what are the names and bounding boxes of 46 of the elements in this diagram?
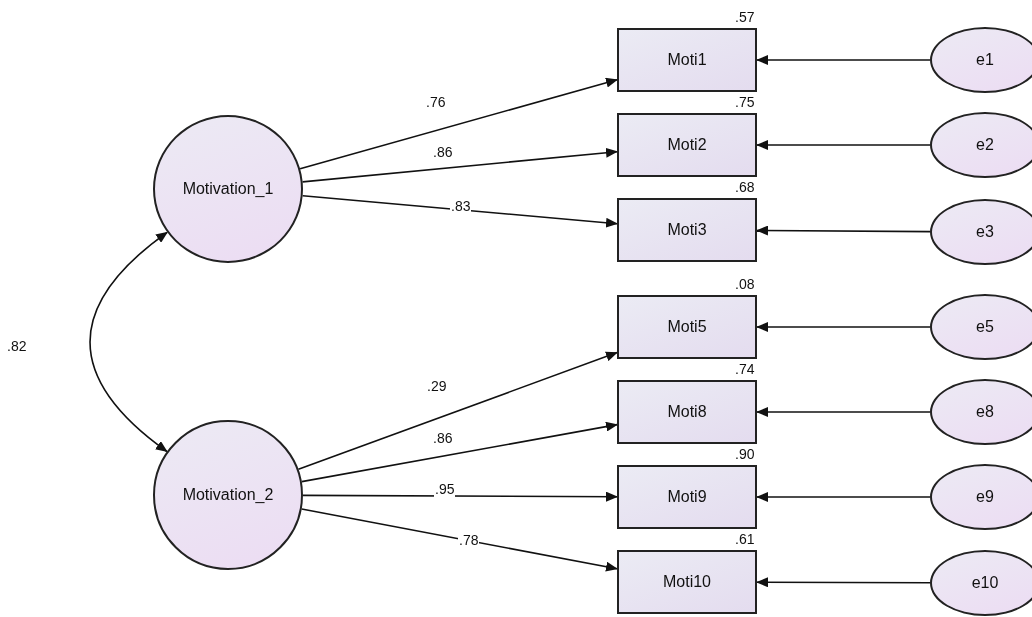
r-squared-label: .68 [735,179,755,195]
arrow [756,322,931,332]
latent-variable-circle: Motivation_1 [153,115,303,263]
error-term-circle: e9 [930,464,1032,530]
r-squared-label: .57 [735,9,755,25]
latent-variable-circle: Motivation_2 [153,420,303,570]
error-term-circle: e1 [930,27,1032,93]
arrow [301,194,618,228]
edge-label: .76 [425,94,447,110]
arrow [302,491,618,502]
arrow [756,140,931,150]
edge-label: .83 [450,198,472,214]
observed-variable-box: Moti3 [617,198,757,262]
error-term-circle: e5 [930,294,1032,360]
error-term-circle: e3 [930,199,1032,265]
edge-label: .82 [6,338,28,354]
error-term-circle: e8 [930,379,1032,445]
arrow [300,508,618,572]
edge-label: .29 [426,378,448,394]
edge-label: .86 [432,430,454,446]
observed-variable-box: Moti2 [617,113,757,177]
arrow [756,492,931,502]
arrow [756,55,931,65]
error-term-circle: e2 [930,112,1032,178]
observed-variable-box: Moti9 [617,465,757,529]
observed-variable-box: Moti10 [617,550,757,614]
edge-label: .78 [458,532,480,548]
edge-label: .95 [434,481,456,497]
r-squared-label: .74 [735,361,755,377]
r-squared-label: .75 [735,94,755,110]
arrow [301,421,618,483]
observed-variable-box: Moti5 [617,295,757,359]
edge-label: .86 [432,144,454,160]
arrow [756,225,931,236]
r-squared-label: .08 [735,276,755,292]
error-term-circle: e10 [930,550,1032,616]
arrow [756,577,931,588]
arrow [756,407,931,417]
correlation-arrow [89,231,168,453]
observed-variable-box: Moti1 [617,28,757,92]
arrow [297,351,618,471]
r-squared-label: .61 [735,531,755,547]
arrow [299,77,618,170]
arrow [301,147,618,183]
observed-variable-box: Moti8 [617,380,757,444]
r-squared-label: .90 [735,446,755,462]
